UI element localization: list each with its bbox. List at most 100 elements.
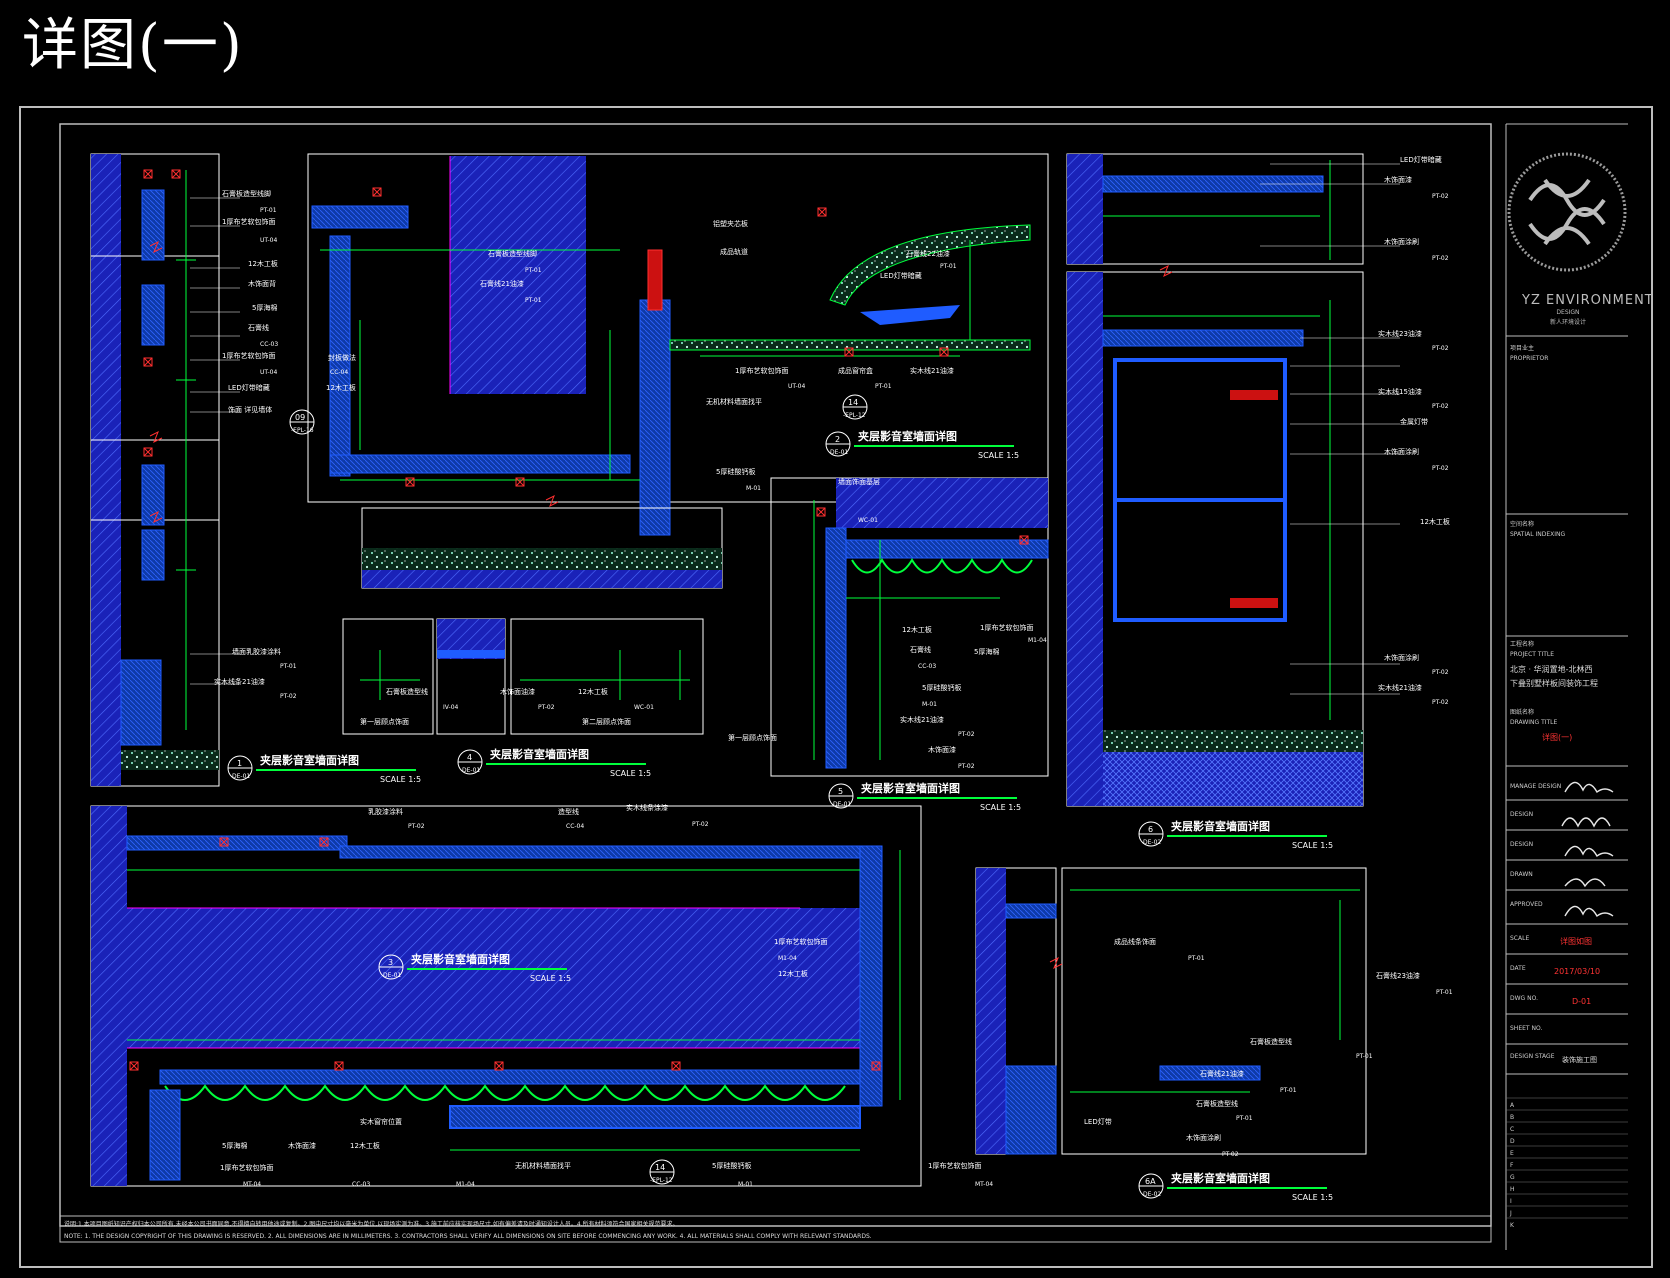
signature-icon xyxy=(1561,781,1614,918)
svg-text:5厚海棉: 5厚海棉 xyxy=(974,647,999,656)
d2-label-12: 12木工板 xyxy=(326,383,356,392)
svg-text:M1-04: M1-04 xyxy=(456,1181,475,1188)
d2-label-9: PT-01 xyxy=(875,383,892,390)
svg-text:夹层影音室墙面详图: 夹层影音室墙面详图 xyxy=(411,952,510,966)
svg-text:PT-02: PT-02 xyxy=(538,704,555,711)
svg-text:1厚布艺软包饰面: 1厚布艺软包饰面 xyxy=(220,1163,273,1172)
d1-label-1: PT-01 xyxy=(260,207,277,214)
svg-text:4: 4 xyxy=(467,753,472,762)
svg-text:装饰施工图: 装饰施工图 xyxy=(1562,1055,1597,1064)
d2-label-5: PT-01 xyxy=(525,297,542,304)
svg-text:实木线条涂漆: 实木线条涂漆 xyxy=(626,803,668,812)
outer-frame xyxy=(19,106,1653,1268)
d1-label-0: 石膏板造型线脚 xyxy=(222,189,271,198)
svg-text:WC-01: WC-01 xyxy=(634,704,654,711)
svg-text:墙面饰面基层: 墙面饰面基层 xyxy=(838,477,880,486)
page-title: 详图(一) xyxy=(22,13,244,78)
svg-text:-EPL-12: -EPL-12 xyxy=(843,412,866,419)
svg-text:第二层顾点饰面: 第二层顾点饰面 xyxy=(582,717,631,726)
detail-1-title: 1 DE-01 夹层影音室墙面详图 SCALE 1:5 xyxy=(227,753,421,784)
d2-label-2: 石膏板造型线脚 xyxy=(488,249,537,258)
svg-text:乳胶漆涂料: 乳胶漆涂料 xyxy=(368,807,403,816)
svg-text:SCALE 1:5: SCALE 1:5 xyxy=(1292,1193,1333,1202)
svg-text:D-01: D-01 xyxy=(1572,997,1591,1006)
svg-text:M1-04: M1-04 xyxy=(778,955,797,962)
svg-text:PT-02: PT-02 xyxy=(1432,345,1449,352)
detail-5: 墙面饰面基层 WC-01 12木工板 石膏线 CC-03 1厚布艺软包饰面 5厚… xyxy=(728,477,1049,777)
d2-label-15: 成品窗帘盒 xyxy=(838,366,873,375)
d2-label-10: 封板做法 xyxy=(328,353,356,362)
d1-label-14: PT-01 xyxy=(280,663,297,670)
d1-label-7: 石膏线 xyxy=(248,323,269,332)
svg-text:DWG NO.: DWG NO. xyxy=(1510,995,1538,1002)
d2-label-11: CC-04 xyxy=(330,369,348,376)
svg-text:PT-01: PT-01 xyxy=(1236,1115,1253,1122)
svg-text:木饰面漆: 木饰面漆 xyxy=(288,1141,316,1150)
svg-text:第一层顾点饰面: 第一层顾点饰面 xyxy=(728,733,777,742)
svg-text:WC-01: WC-01 xyxy=(858,517,878,524)
svg-text:下叠别墅样板间装饰工程: 下叠别墅样板间装饰工程 xyxy=(1510,678,1598,688)
svg-text:木饰面涂刷: 木饰面涂刷 xyxy=(1186,1133,1221,1142)
svg-text:PT-02: PT-02 xyxy=(692,821,709,828)
d1-label-9: 1厚布艺软包饰面 xyxy=(222,351,275,360)
svg-text:实木窗帘位置: 实木窗帘位置 xyxy=(360,1117,402,1126)
notes-en: NOTE: 1. THE DESIGN COPYRIGHT OF THIS DR… xyxy=(64,1233,872,1240)
svg-text:木饰面涂刷: 木饰面涂刷 xyxy=(1384,237,1419,246)
svg-text:DE-02: DE-02 xyxy=(1143,839,1161,846)
revision-letter: F xyxy=(1510,1162,1514,1169)
svg-text:PT-02: PT-02 xyxy=(1432,699,1449,706)
inner-frame xyxy=(59,123,1492,1227)
svg-text:PROPRIETOR: PROPRIETOR xyxy=(1510,355,1548,362)
svg-text:工程名称: 工程名称 xyxy=(1510,640,1534,648)
svg-text:M-01: M-01 xyxy=(738,1181,753,1188)
d1-title: 夹层影音室墙面详图 xyxy=(260,753,359,767)
d1-label-13: 墙面乳胶漆涂料 xyxy=(232,647,281,656)
svg-text:M-01: M-01 xyxy=(922,701,937,708)
svg-text:PT-02: PT-02 xyxy=(408,823,425,830)
logo-emblem-icon xyxy=(1507,152,1627,272)
svg-text:6A: 6A xyxy=(1145,1177,1156,1186)
revision-letter: G xyxy=(1510,1174,1515,1181)
svg-text:5: 5 xyxy=(838,787,843,796)
svg-text:实木线15油漆: 实木线15油漆 xyxy=(1378,387,1422,396)
d1-label-16: PT-02 xyxy=(280,693,297,700)
detail-1: 石膏板造型线脚 PT-01 1厚布艺软包饰面 UT-04 12木工板 木饰面背 … xyxy=(90,153,297,787)
svg-text:空间名称: 空间名称 xyxy=(1510,520,1534,528)
svg-text:木饰面涂刷: 木饰面涂刷 xyxy=(1384,447,1419,456)
svg-text:CC-03: CC-03 xyxy=(352,1181,370,1188)
d1-label-6: 5厚海棉 xyxy=(252,303,277,312)
detail-5-title: 5 DE-01 夹层影音室墙面详图 SCALE 1:5 xyxy=(828,781,1021,812)
d1-label-4: 12木工板 xyxy=(248,259,278,268)
d1-label-15: 实木线条21油漆 xyxy=(214,677,265,686)
svg-text:12木工板: 12木工板 xyxy=(350,1141,380,1150)
svg-text:LED灯带: LED灯带 xyxy=(1084,1117,1112,1126)
svg-text:木饰面漆: 木饰面漆 xyxy=(1384,175,1412,184)
svg-text:PT-02: PT-02 xyxy=(1432,669,1449,676)
detail-2: 铝塑夹芯板 成品轨道 石膏板造型线脚 PT-01 石膏线21油漆 PT-01 L… xyxy=(289,153,1049,589)
svg-text:2017/03/10: 2017/03/10 xyxy=(1554,967,1600,976)
svg-text:夹层影音室墙面详图: 夹层影音室墙面详图 xyxy=(490,747,589,761)
detail-2-title: 2 DE-01 夹层影音室墙面详图 SCALE 1:5 xyxy=(825,429,1019,460)
revision-letter: I xyxy=(1510,1198,1512,1205)
svg-text:详图(一): 详图(一) xyxy=(1542,732,1572,742)
svg-text:DE-01: DE-01 xyxy=(833,801,851,808)
revision-letter: C xyxy=(1510,1126,1514,1133)
svg-text:石膏板造型线: 石膏板造型线 xyxy=(386,687,428,696)
svg-text:DATE: DATE xyxy=(1510,965,1526,972)
revision-letter: J xyxy=(1509,1210,1512,1217)
svg-text:详图如图: 详图如图 xyxy=(1560,936,1592,946)
svg-text:DESIGN: DESIGN xyxy=(1510,841,1533,848)
svg-text:1厚布艺软包饰面: 1厚布艺软包饰面 xyxy=(774,937,827,946)
svg-text:MT-04: MT-04 xyxy=(243,1181,261,1188)
svg-text:12木工板: 12木工板 xyxy=(1420,517,1450,526)
d2-label-17: 无机材料墙面找平 xyxy=(706,397,762,406)
d2-label-19: M-01 xyxy=(746,485,761,492)
detail-4: 石膏板造型线 IV-04 第一层顾点饰面 木饰面油漆 PT-02 12木工板 W… xyxy=(342,618,704,735)
svg-text:第一层顾点饰面: 第一层顾点饰面 xyxy=(360,717,409,726)
svg-text:SCALE 1:5: SCALE 1:5 xyxy=(980,803,1021,812)
svg-text:金属灯带: 金属灯带 xyxy=(1400,417,1428,426)
revision-letter: A xyxy=(1510,1102,1515,1109)
revision-letter: E xyxy=(1510,1150,1514,1157)
d2-label-16: 实木线21油漆 xyxy=(910,366,954,375)
svg-text:无机材料墙面找平: 无机材料墙面找平 xyxy=(515,1161,571,1170)
